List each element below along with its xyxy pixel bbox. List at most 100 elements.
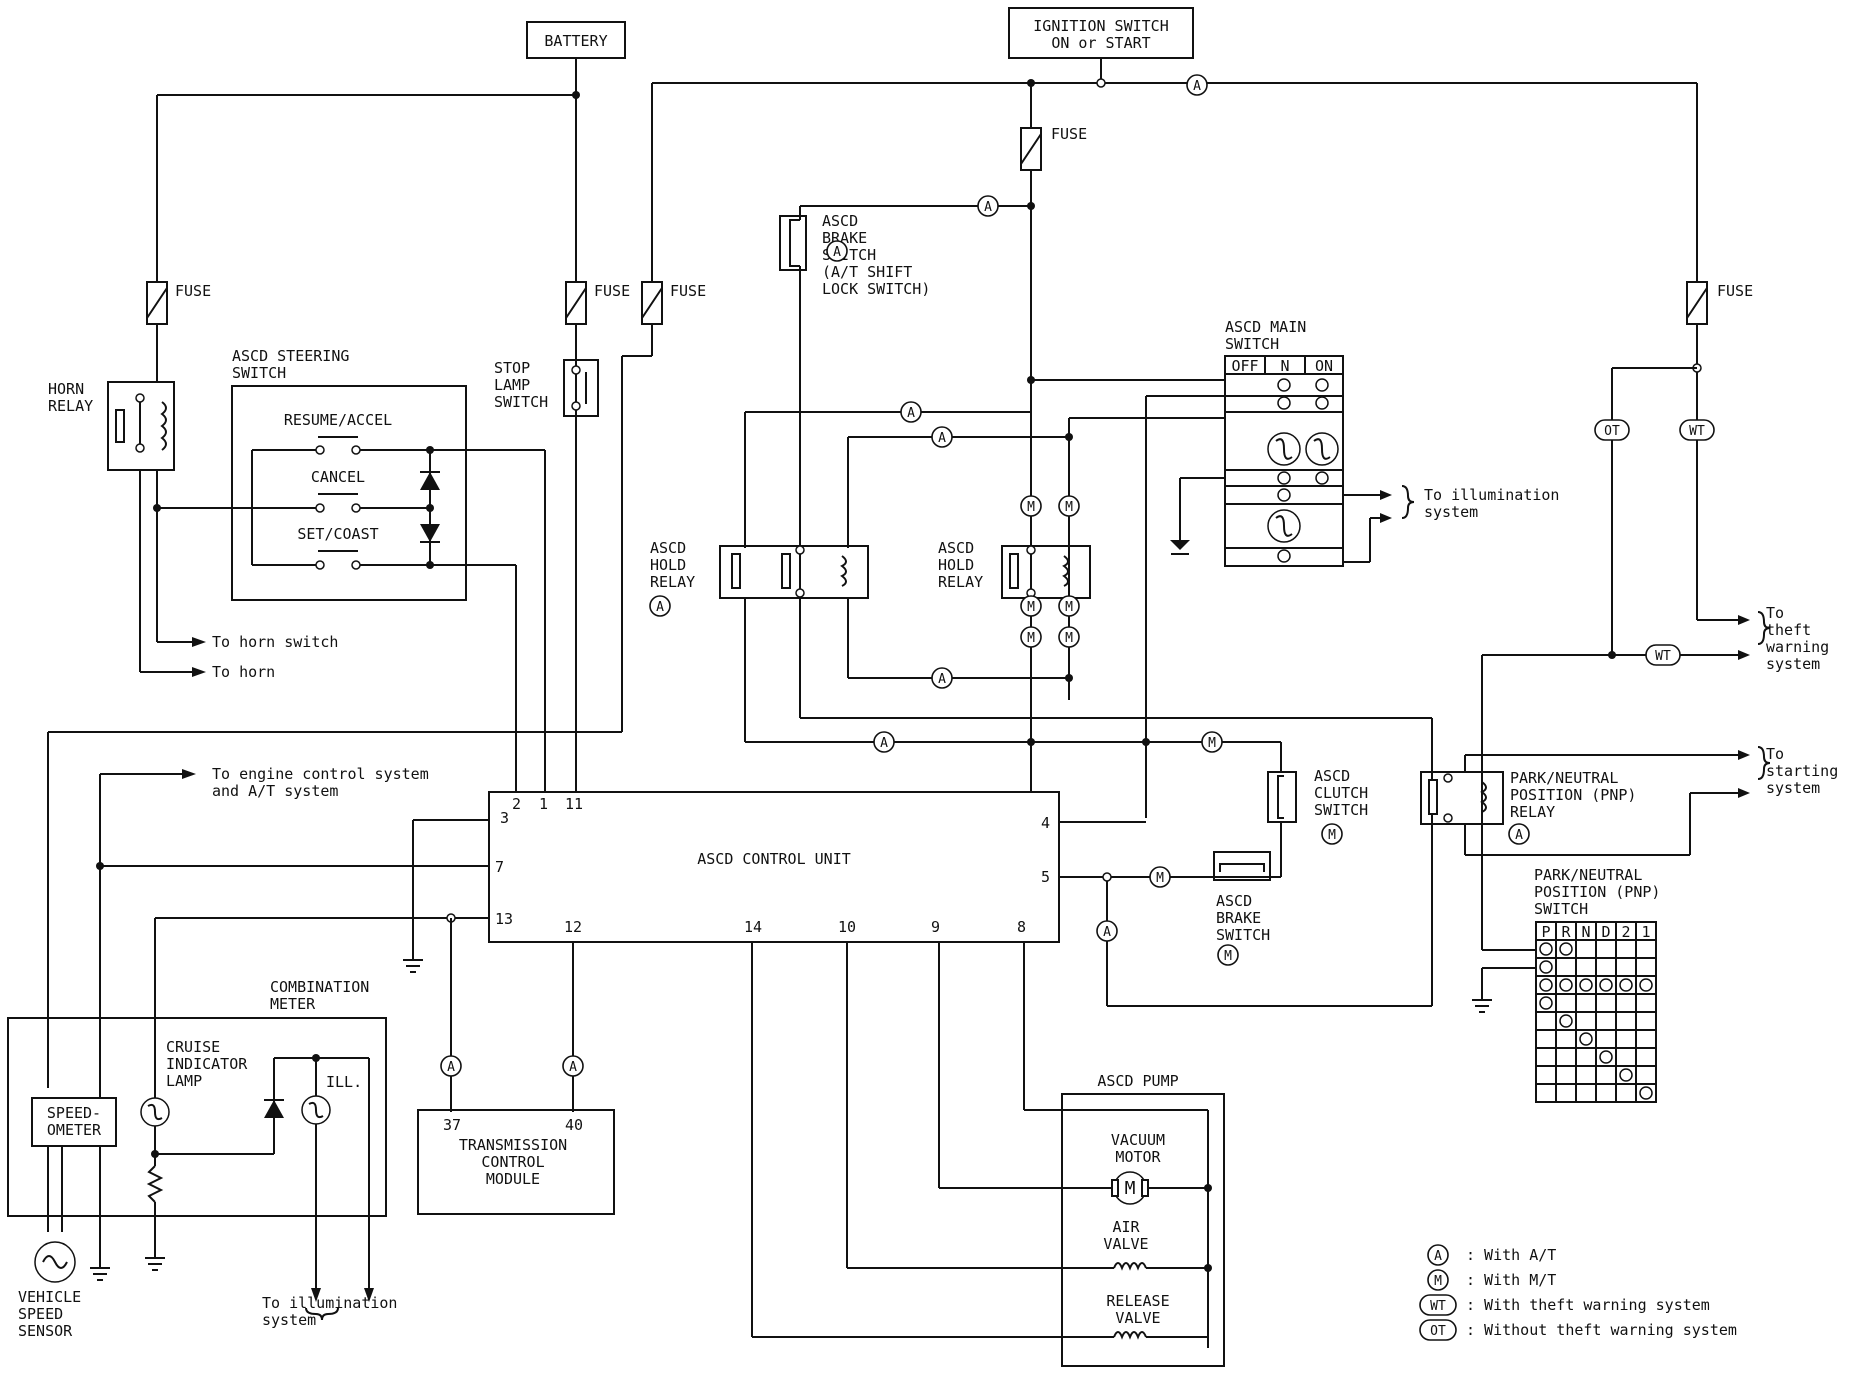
svg-text:12: 12 — [564, 918, 582, 936]
svg-text:system: system — [262, 1311, 316, 1329]
svg-text:To illumination: To illumination — [1424, 486, 1559, 504]
badge-a: A — [977, 195, 999, 217]
svg-text:M: M — [1434, 1274, 1442, 1289]
legend-item: M: With M/T — [1427, 1269, 1556, 1291]
svg-text:POSITION (PNP): POSITION (PNP) — [1534, 883, 1660, 901]
svg-text:40: 40 — [565, 1116, 583, 1134]
svg-text:: With A/T: : With A/T — [1466, 1246, 1556, 1264]
svg-text:VACUUM: VACUUM — [1111, 1131, 1165, 1149]
legend-item: OT: Without theft warning system — [1419, 1319, 1737, 1341]
fuse-horn: FUSE — [146, 281, 211, 325]
pnp-col-label: N — [1581, 923, 1590, 941]
svg-text:A: A — [938, 672, 946, 687]
svg-text:: Without theft warning system: : Without theft warning system — [1466, 1321, 1737, 1339]
svg-text:37: 37 — [443, 1116, 461, 1134]
svg-text:AIR: AIR — [1112, 1218, 1140, 1236]
svg-text:ILL.: ILL. — [326, 1073, 362, 1091]
badge-ot: OT — [1594, 419, 1630, 441]
svg-text:ON or START: ON or START — [1051, 34, 1150, 52]
svg-text:theft: theft — [1766, 621, 1811, 639]
svg-text:M: M — [1208, 736, 1216, 751]
svg-text:OFF: OFF — [1231, 357, 1258, 375]
svg-text:and A/T system: and A/T system — [212, 782, 338, 800]
svg-text:N: N — [1280, 357, 1289, 375]
svg-text:A: A — [984, 200, 992, 215]
svg-text:A: A — [569, 1060, 577, 1075]
combination-meter: COMBINATION METER SPEED- OMETER CRUISE I… — [7, 978, 397, 1329]
badge-a: A — [873, 731, 895, 753]
fuse-ign-right: FUSE — [1686, 281, 1753, 325]
svg-text:ASCD: ASCD — [1314, 767, 1350, 785]
legend-item: WT: With theft warning system — [1419, 1294, 1710, 1316]
svg-text:M: M — [1224, 949, 1232, 964]
svg-text:A: A — [656, 600, 664, 615]
badge-a: A — [1186, 74, 1208, 96]
svg-text:VEHICLE: VEHICLE — [18, 1288, 81, 1306]
svg-text:IGNITION SWITCH: IGNITION SWITCH — [1033, 17, 1168, 35]
ascd-brake-switch-mt: ASCD BRAKE SWITCH — [1213, 851, 1271, 944]
svg-text:8: 8 — [1017, 918, 1026, 936]
vehicle-speed-sensor: VEHICLE SPEED SENSOR — [18, 1241, 81, 1340]
svg-text:FUSE: FUSE — [1051, 125, 1087, 143]
horn-outputs: To horn switch To horn — [140, 633, 338, 681]
svg-text:warning: warning — [1766, 638, 1829, 656]
svg-text:A: A — [1434, 1249, 1442, 1264]
svg-text:PARK/NEUTRAL: PARK/NEUTRAL — [1534, 866, 1642, 884]
svg-text:14: 14 — [744, 918, 762, 936]
svg-text:ON: ON — [1315, 357, 1333, 375]
svg-text:WT: WT — [1655, 649, 1671, 664]
svg-text:10: 10 — [838, 918, 856, 936]
ascd-brake-switch-at: ASCD BRAKE SWITCH (A/T SHIFT LOCK SWITCH… — [779, 170, 1035, 818]
ignition-switch-box: IGNITION SWITCH ON or START — [1008, 7, 1194, 59]
ascd-steering-switch: ASCD STEERING SWITCH RESUME/ACCEL CANCEL… — [153, 347, 546, 798]
svg-text:WT: WT — [1689, 424, 1705, 439]
badge-m: M — [1020, 626, 1042, 648]
svg-text:SENSOR: SENSOR — [18, 1322, 73, 1340]
svg-text:To: To — [1766, 604, 1784, 622]
svg-text:BATTERY: BATTERY — [544, 32, 607, 50]
svg-text:VALVE: VALVE — [1103, 1235, 1148, 1253]
badge-m: M — [1058, 626, 1080, 648]
badge-m: M — [1201, 731, 1223, 753]
pnp-col-label: D — [1601, 923, 1610, 941]
svg-text:ASCD: ASCD — [938, 539, 974, 557]
svg-text:11: 11 — [565, 795, 583, 813]
svg-text:STOP: STOP — [494, 359, 530, 377]
svg-text:ASCD MAIN: ASCD MAIN — [1225, 318, 1306, 336]
svg-text:SPEED-: SPEED- — [47, 1104, 101, 1122]
pnp-col-label: 1 — [1641, 923, 1650, 941]
svg-text:FUSE: FUSE — [670, 282, 706, 300]
svg-text:FUSE: FUSE — [594, 282, 630, 300]
svg-text:9: 9 — [931, 918, 940, 936]
badge-wt: WT — [1645, 644, 1681, 666]
badge-m: M — [1321, 823, 1343, 845]
svg-text:MODULE: MODULE — [486, 1170, 540, 1188]
badge-m: M — [1149, 866, 1171, 888]
svg-text:METER: METER — [270, 995, 316, 1013]
svg-text:COMBINATION: COMBINATION — [270, 978, 369, 996]
svg-text:LAMP: LAMP — [494, 376, 530, 394]
svg-text:OMETER: OMETER — [47, 1121, 102, 1139]
svg-text:A: A — [880, 736, 888, 751]
svg-text:M: M — [1027, 631, 1035, 646]
svg-text:(A/T SHIFT: (A/T SHIFT — [822, 263, 912, 281]
svg-text:A: A — [1515, 828, 1523, 843]
svg-text:SWITCH: SWITCH — [1216, 926, 1270, 944]
svg-text:VALVE: VALVE — [1115, 1309, 1160, 1327]
svg-text:SWITCH: SWITCH — [494, 393, 548, 411]
svg-text:HOLD: HOLD — [650, 556, 686, 574]
svg-text:RELAY: RELAY — [650, 573, 695, 591]
svg-text:OT: OT — [1604, 424, 1620, 439]
svg-text:M: M — [1027, 600, 1035, 615]
svg-text:CONTROL: CONTROL — [481, 1153, 544, 1171]
svg-text:To engine control system: To engine control system — [212, 765, 429, 783]
svg-text:ASCD STEERING: ASCD STEERING — [232, 347, 349, 365]
svg-text:A: A — [1193, 79, 1201, 94]
ascd-pump: ASCD PUMP VACUUM MOTOR M AIR VALVE RELEA… — [752, 1072, 1225, 1367]
svg-text:A: A — [447, 1060, 455, 1075]
svg-text:RELEASE: RELEASE — [1106, 1292, 1169, 1310]
fuse-ign-left: FUSE — [641, 281, 706, 325]
svg-text:ASCD PUMP: ASCD PUMP — [1097, 1072, 1178, 1090]
